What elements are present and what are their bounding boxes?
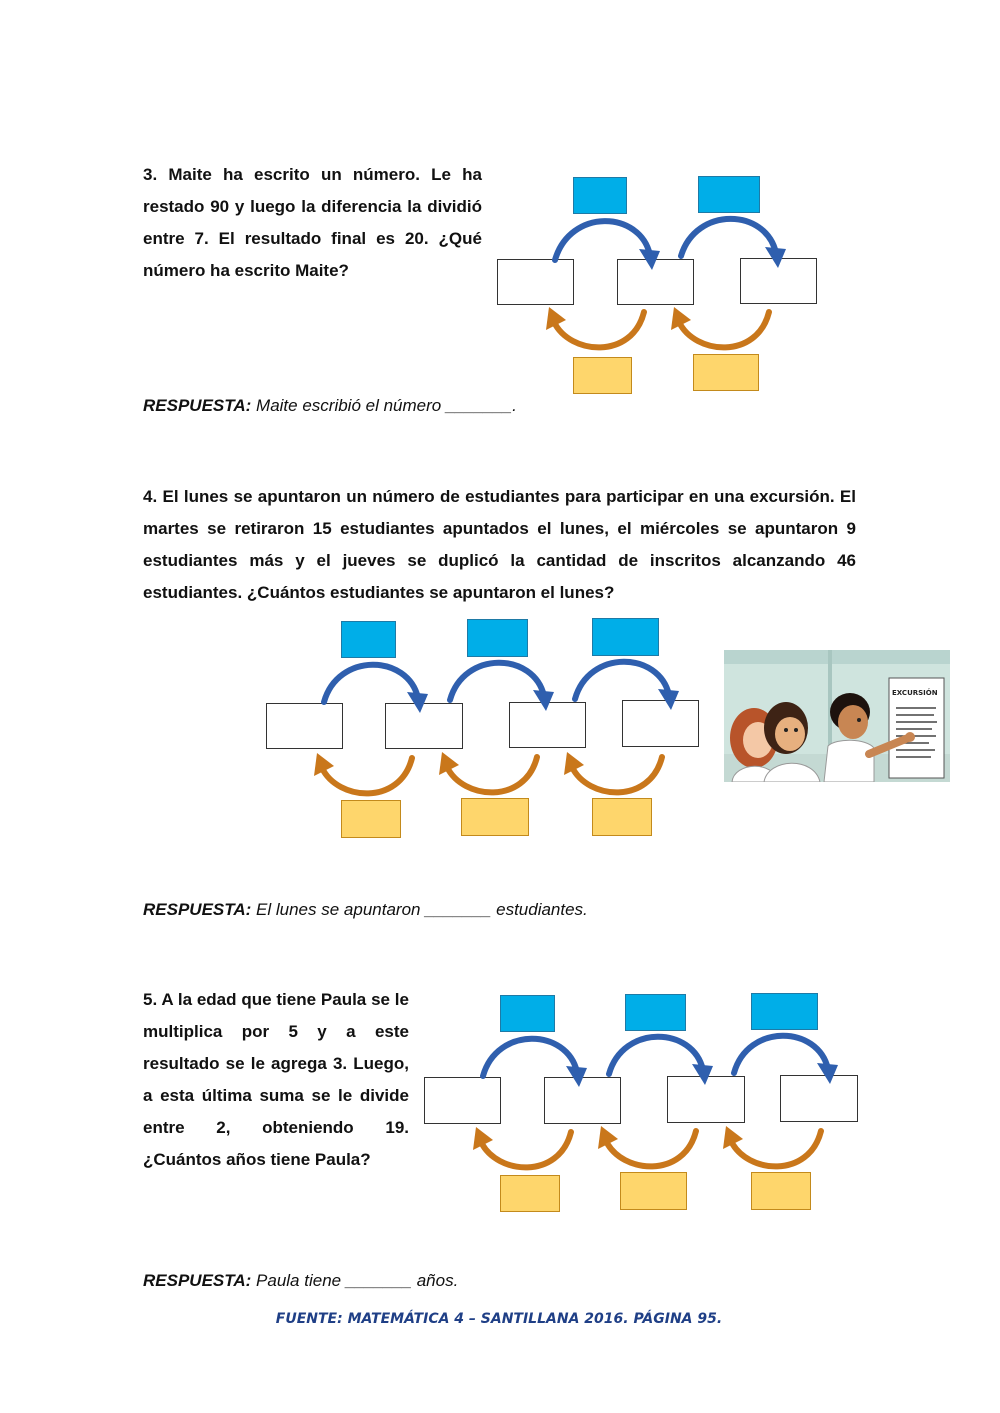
operation-box-5-3[interactable] [751,993,818,1030]
inverse-operation-box-3-1[interactable] [573,357,632,394]
forward-arrow-4-2 [447,659,547,703]
inverse-arrow-5-2 [603,1128,699,1170]
forward-arrowhead-4-1 [407,692,428,713]
forward-arrowhead-5-1 [566,1066,587,1087]
answer-label: RESPUESTA: [143,900,252,919]
answer-sentence: Paula tiene _______ años. [251,1271,459,1290]
value-box-5-1[interactable] [424,1077,501,1124]
problem-4-answer: RESPUESTA: El lunes se apuntaron _______… [143,900,588,920]
problem-4-statement: 4. El lunes se apuntaron un número de es… [143,487,856,602]
operation-box-5-1[interactable] [500,995,555,1032]
inverse-arrowhead-4-3 [564,752,584,775]
forward-arrowhead-5-3 [817,1063,838,1084]
operation-box-4-2[interactable] [467,619,528,657]
answer-sentence: El lunes se apuntaron _______ estudiante… [251,900,588,919]
forward-arrowhead-3-1 [639,249,660,270]
inverse-arrow-4-3 [569,754,665,796]
excursion-poster [888,677,945,779]
forward-arrowhead-3-2 [765,247,786,268]
source-citation: FUENTE: MATEMÁTICA 4 – SANTILLANA 2016. … [275,1311,723,1327]
inverse-arrow-4-2 [444,754,540,796]
inverse-arrow-3-2 [676,309,772,351]
inverse-operation-box-4-2[interactable] [461,798,529,836]
forward-arrow-5-3 [731,1032,831,1076]
inverse-arrowhead-4-2 [439,752,459,775]
value-box-5-3[interactable] [667,1076,745,1123]
forward-arrowhead-4-2 [533,690,554,711]
value-box-4-2[interactable] [385,703,463,749]
forward-arrow-3-1 [552,218,653,263]
inverse-arrow-5-1 [478,1129,574,1171]
inverse-arrowhead-3-1 [546,307,566,330]
answer-label: RESPUESTA: [143,1271,252,1290]
inverse-operation-box-4-1[interactable] [341,800,401,838]
inverse-operation-box-5-3[interactable] [751,1172,811,1210]
forward-arrow-5-2 [606,1033,706,1077]
inverse-operation-box-5-2[interactable] [620,1172,687,1210]
value-box-3-1[interactable] [497,259,574,305]
operation-box-3-1[interactable] [573,177,627,214]
problem-5-statement: 5. A la edad que tiene Paula se le multi… [143,990,409,1169]
inverse-arrowhead-5-2 [598,1126,618,1149]
operation-box-3-2[interactable] [698,176,760,213]
inverse-operation-box-5-1[interactable] [500,1175,560,1212]
operation-box-4-1[interactable] [341,621,396,658]
inverse-arrowhead-3-2 [671,307,691,330]
forward-arrow-4-3 [572,658,672,702]
value-box-4-4[interactable] [622,700,699,747]
forward-arrow-4-1 [321,661,421,705]
problem-3-answer: RESPUESTA: Maite escribió el número ____… [143,396,517,416]
answer-sentence: Maite escribió el número _______. [251,396,517,415]
inverse-arrowhead-4-1 [314,753,334,776]
forward-arrow-3-2 [678,216,779,259]
value-box-5-4[interactable] [780,1075,858,1122]
inverse-arrowhead-5-3 [723,1126,743,1149]
answer-label: RESPUESTA: [143,396,252,415]
operation-box-5-2[interactable] [625,994,686,1031]
inverse-arrowhead-5-1 [473,1127,493,1150]
forward-arrowhead-4-3 [658,689,679,710]
students-illustration: EXCURSIÓN [724,650,950,782]
inverse-arrow-3-1 [551,309,647,351]
inverse-operation-box-4-3[interactable] [592,798,652,836]
forward-arrow-5-1 [480,1035,580,1079]
inverse-arrow-4-1 [319,755,415,797]
operation-box-4-3[interactable] [592,618,659,656]
inverse-arrow-5-3 [728,1128,824,1170]
poster-title: EXCURSIÓN [892,688,938,697]
value-box-4-3[interactable] [509,702,586,748]
inverse-operation-box-3-2[interactable] [693,354,759,391]
problem-5-answer: RESPUESTA: Paula tiene _______ años. [143,1271,458,1291]
value-box-4-1[interactable] [266,703,343,749]
forward-arrowhead-5-2 [692,1064,713,1085]
problem-3-statement: 3. Maite ha escrito un número. Le ha res… [143,165,482,280]
